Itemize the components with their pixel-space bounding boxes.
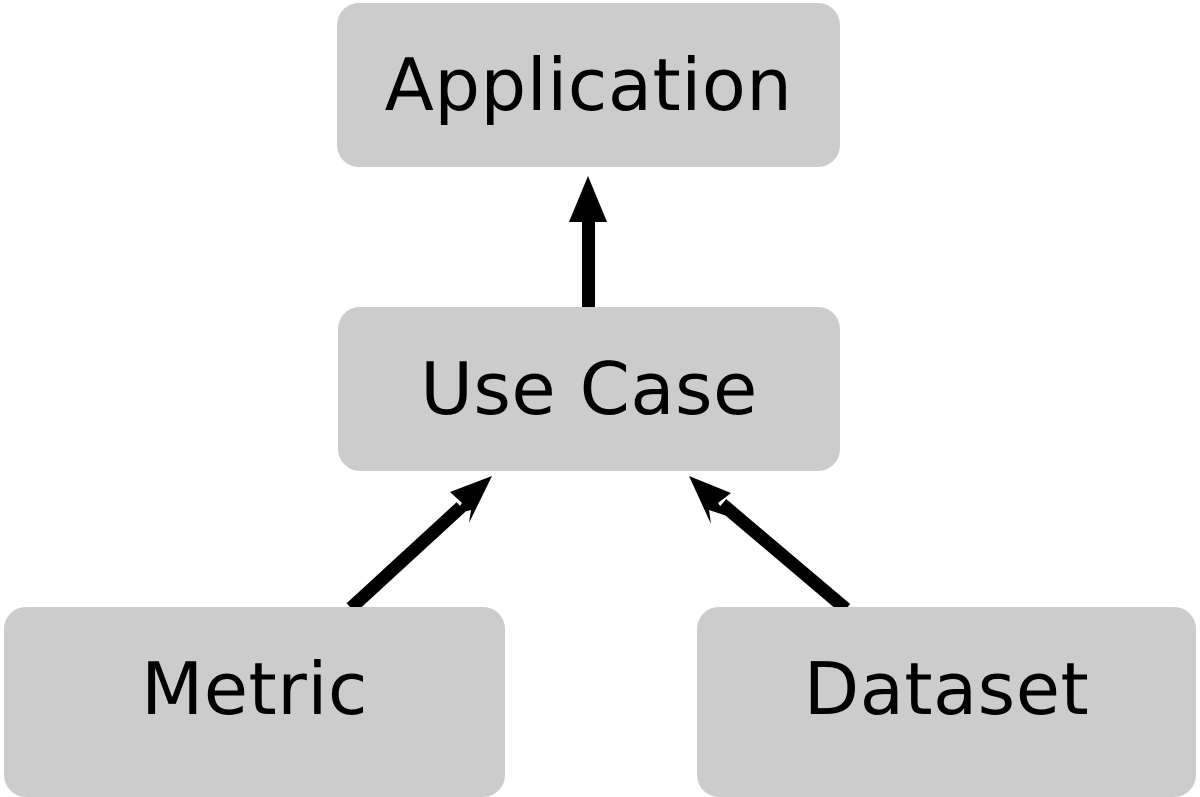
arrow-metric-to-usecase <box>346 476 492 613</box>
node-metric[interactable]: Metric <box>4 607 505 797</box>
node-dataset-label: Dataset <box>803 647 1090 731</box>
node-application-label: Application <box>384 43 793 127</box>
arrow-usecase-to-application <box>569 176 607 308</box>
node-use-case-label: Use Case <box>420 347 758 431</box>
node-metric-label: Metric <box>141 647 368 731</box>
node-use-case[interactable]: Use Case <box>338 307 840 471</box>
diagram-canvas: Application Use Case Metric Dataset <box>4 3 1196 797</box>
node-dataset[interactable]: Dataset <box>697 607 1196 797</box>
arrow-dataset-to-usecase <box>689 476 851 614</box>
node-application[interactable]: Application <box>337 3 840 167</box>
